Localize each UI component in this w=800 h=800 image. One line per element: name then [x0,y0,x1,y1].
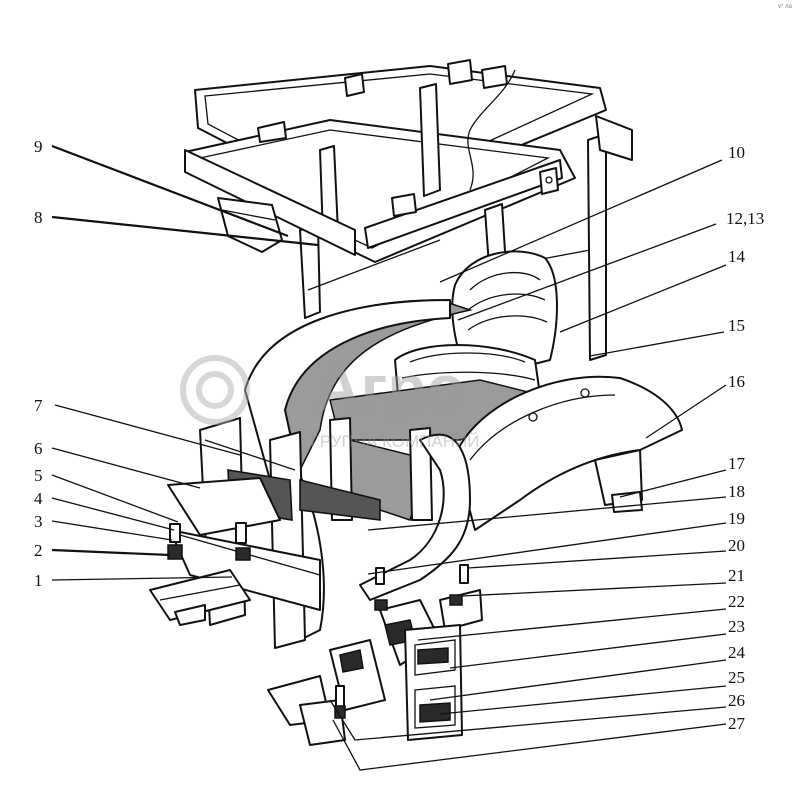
leader-23 [449,633,727,669]
watermark-brand: Агро [314,352,465,424]
leader-14 [559,264,727,333]
callout-20: 20 [728,536,745,555]
leader-8 [51,215,319,247]
leader-26 [329,699,727,741]
corner-text: v° ло [778,4,793,10]
leader-10 [439,159,723,283]
callout-17: 17 [728,454,746,473]
callout-15: 15 [728,316,745,335]
leader-19 [367,522,727,575]
callout-12-13: 12,13 [726,209,764,228]
leader-25 [439,685,727,715]
leader-7 [54,404,241,456]
callout-16: 16 [728,372,745,391]
callout-25: 25 [728,668,745,687]
callout-19: 19 [728,509,745,528]
leader-4 [51,497,175,531]
callout-10: 10 [728,143,745,162]
leader-18 [367,496,727,531]
callout-5: 5 [34,466,43,485]
leader-15 [589,331,725,357]
leader-17 [619,469,727,498]
callout-26: 26 [728,691,745,710]
work-lamps [217,197,283,253]
callout-9: 9 [34,137,43,156]
callout-14: 14 [728,247,746,266]
leader-22 [417,608,727,641]
leader-9 [51,144,289,238]
callout-21: 21 [728,566,745,585]
leader-5 [51,474,179,523]
callout-3: 3 [34,512,43,531]
front-subframe [149,417,381,649]
right-fender [454,375,683,531]
leader-27 [332,719,727,771]
callout-1: 1 [34,571,43,590]
callout-8: 8 [34,208,43,227]
leader-12-13 [457,223,717,321]
rops-frame [184,59,633,361]
callout-labels: 9 8 7 6 5 4 3 2 1 10 12,13 14 15 16 17 1… [34,137,764,733]
callout-23: 23 [728,617,745,636]
leader-20 [467,550,727,569]
leader-1 [51,576,233,581]
callout-18: 18 [728,482,745,501]
watermark-subtitle: ГРУППА КОМПАНИЙ [311,432,480,451]
leader-24 [429,659,727,701]
callout-27: 27 [728,714,746,733]
leader-16 [645,384,727,439]
callout-7: 7 [34,396,43,415]
leader-lines [51,144,727,771]
callout-6: 6 [34,439,43,458]
callout-22: 22 [728,592,745,611]
callout-24: 24 [728,643,746,662]
rear-mounts [267,564,483,746]
leader-3 [51,520,173,541]
leader-6 [51,447,201,489]
leader-2 [51,548,171,557]
leader-21 [461,582,727,597]
callout-4: 4 [34,489,43,508]
callout-2: 2 [34,541,43,560]
watermark: Агро ГРУППА КОМПАНИЙ [180,352,480,451]
